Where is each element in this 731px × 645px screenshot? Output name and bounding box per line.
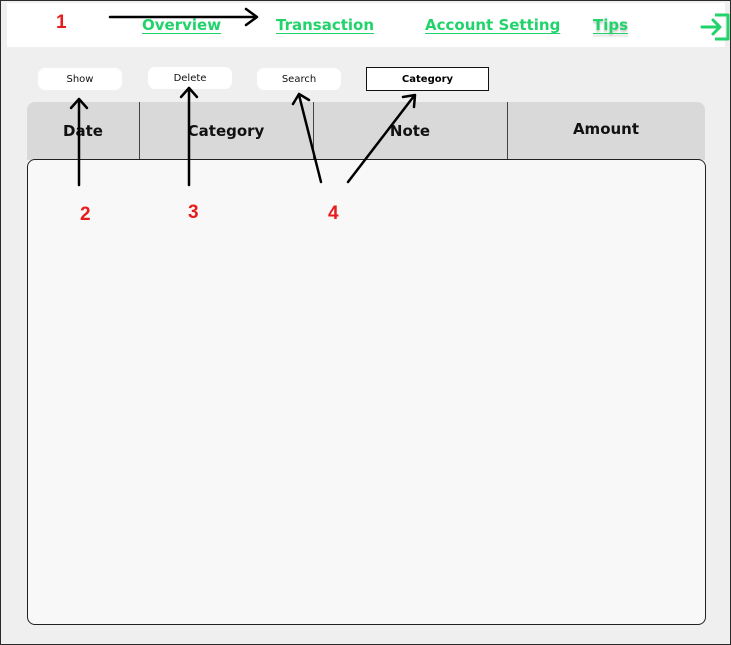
nav-overview-link[interactable]: Overview (142, 16, 222, 34)
column-header-note[interactable]: Note (389, 122, 431, 140)
transaction-table-body (27, 159, 706, 625)
column-header-date[interactable]: Date (63, 122, 103, 140)
nav-transaction-link[interactable]: Transaction (276, 16, 375, 34)
annotation-label-1: 1 (56, 12, 67, 33)
annotation-label-3: 3 (188, 202, 199, 223)
nav-account-setting-link[interactable]: Account Setting (425, 16, 561, 34)
search-button[interactable]: Search (257, 68, 341, 90)
column-header-category[interactable]: Category (187, 122, 265, 140)
logout-icon[interactable] (699, 12, 731, 42)
top-nav-bar: Overview Transaction Account Setting Tip… (7, 3, 730, 47)
column-divider (507, 102, 508, 160)
delete-button[interactable]: Delete (148, 67, 232, 89)
annotation-label-4: 4 (328, 203, 339, 224)
annotation-label-2: 2 (80, 204, 91, 225)
nav-tips-link[interactable]: Tips (593, 16, 629, 34)
column-divider (139, 102, 140, 160)
table-header: Date Category Note Amount (27, 102, 705, 160)
column-header-amount[interactable]: Amount (572, 120, 640, 138)
show-button[interactable]: Show (38, 68, 122, 90)
category-select[interactable]: Category (366, 67, 489, 91)
